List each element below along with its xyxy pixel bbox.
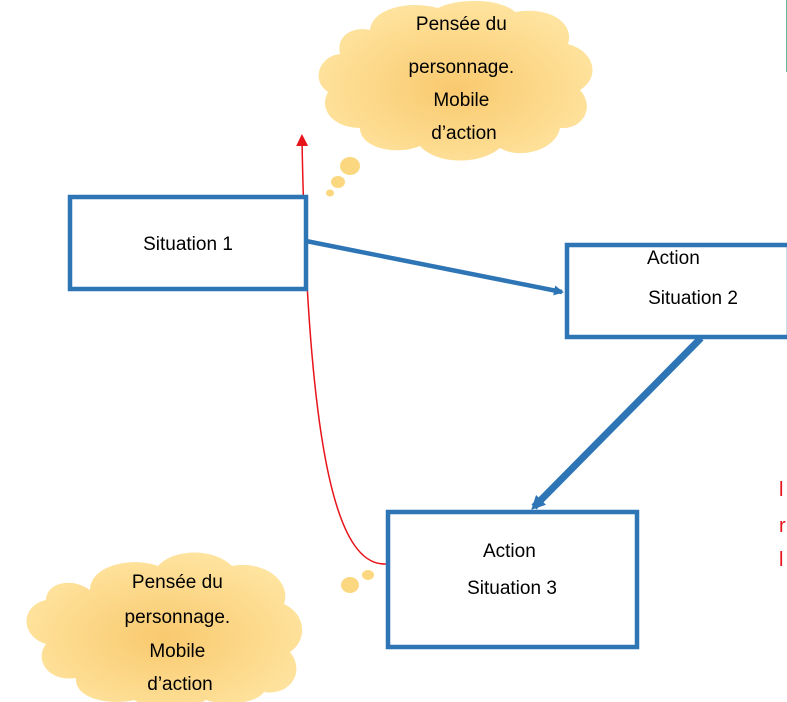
svg-text:Action Situation 2: Action Situation 2: [647, 248, 738, 309]
situation-2-line-1: Action: [647, 248, 700, 269]
svg-text:Pensée du personnage.: Pensée du personnage. Mobile d’action: [409, 14, 520, 144]
cloud-bottom-line-2: personnage.: [125, 607, 231, 628]
arrow-situation1-to-situation2: [305, 238, 564, 296]
cloud-shape-top: [318, 0, 593, 161]
cloud-shape-bottom: [26, 552, 303, 702]
svg-text:Situation 1: Situation 1: [143, 234, 233, 255]
bottom-bubble-small: [362, 570, 374, 580]
cloud-bottom-line-3: Mobile: [149, 641, 205, 662]
edge-mark-3: l: [779, 549, 783, 571]
svg-text:Pensée du personnage.: Pensée du personnage. Mobile d’action: [125, 572, 236, 695]
cloud-bottom-line-1: Pensée du: [132, 572, 223, 593]
thought-cloud-top: Pensée du personnage. Mobile d’action: [318, 0, 593, 197]
thought-bubble-large: [340, 157, 360, 175]
situation-2-line-2: Situation 2: [648, 288, 738, 309]
situation-1-label: Situation 1: [143, 234, 233, 255]
edge-mark-2: r: [779, 515, 786, 537]
edge-mark-1: l: [779, 479, 783, 501]
thought-bubble-medium: [331, 176, 345, 188]
box-situation-2: Action Situation 2: [564, 242, 787, 340]
red-feedback-arrow: [296, 134, 387, 565]
cloud-top-line-4: d’action: [431, 123, 497, 144]
cloud-top-line-3: Mobile: [433, 90, 489, 111]
cloud-top-line-2: personnage.: [409, 57, 515, 78]
box-situation-3: Action Situation 3: [385, 509, 640, 650]
situation-3-line-1: Action: [483, 541, 536, 562]
svg-text:Action Situation 3: Action Situation 3: [467, 541, 557, 599]
bottom-bubble-large: [341, 577, 359, 593]
arrow-situation2-to-situation3: [531, 335, 704, 510]
thought-bubble-small: [326, 189, 334, 197]
cloud-bottom-line-4: d’action: [147, 674, 213, 695]
thought-cloud-bottom: Pensée du personnage. Mobile d’action: [26, 552, 374, 702]
box-situation-1: Situation 1: [67, 194, 309, 292]
svg-text:l r l: l r l: [779, 479, 787, 571]
cloud-top-line-1: Pensée du: [416, 14, 507, 35]
situation-3-line-2: Situation 3: [467, 578, 557, 599]
